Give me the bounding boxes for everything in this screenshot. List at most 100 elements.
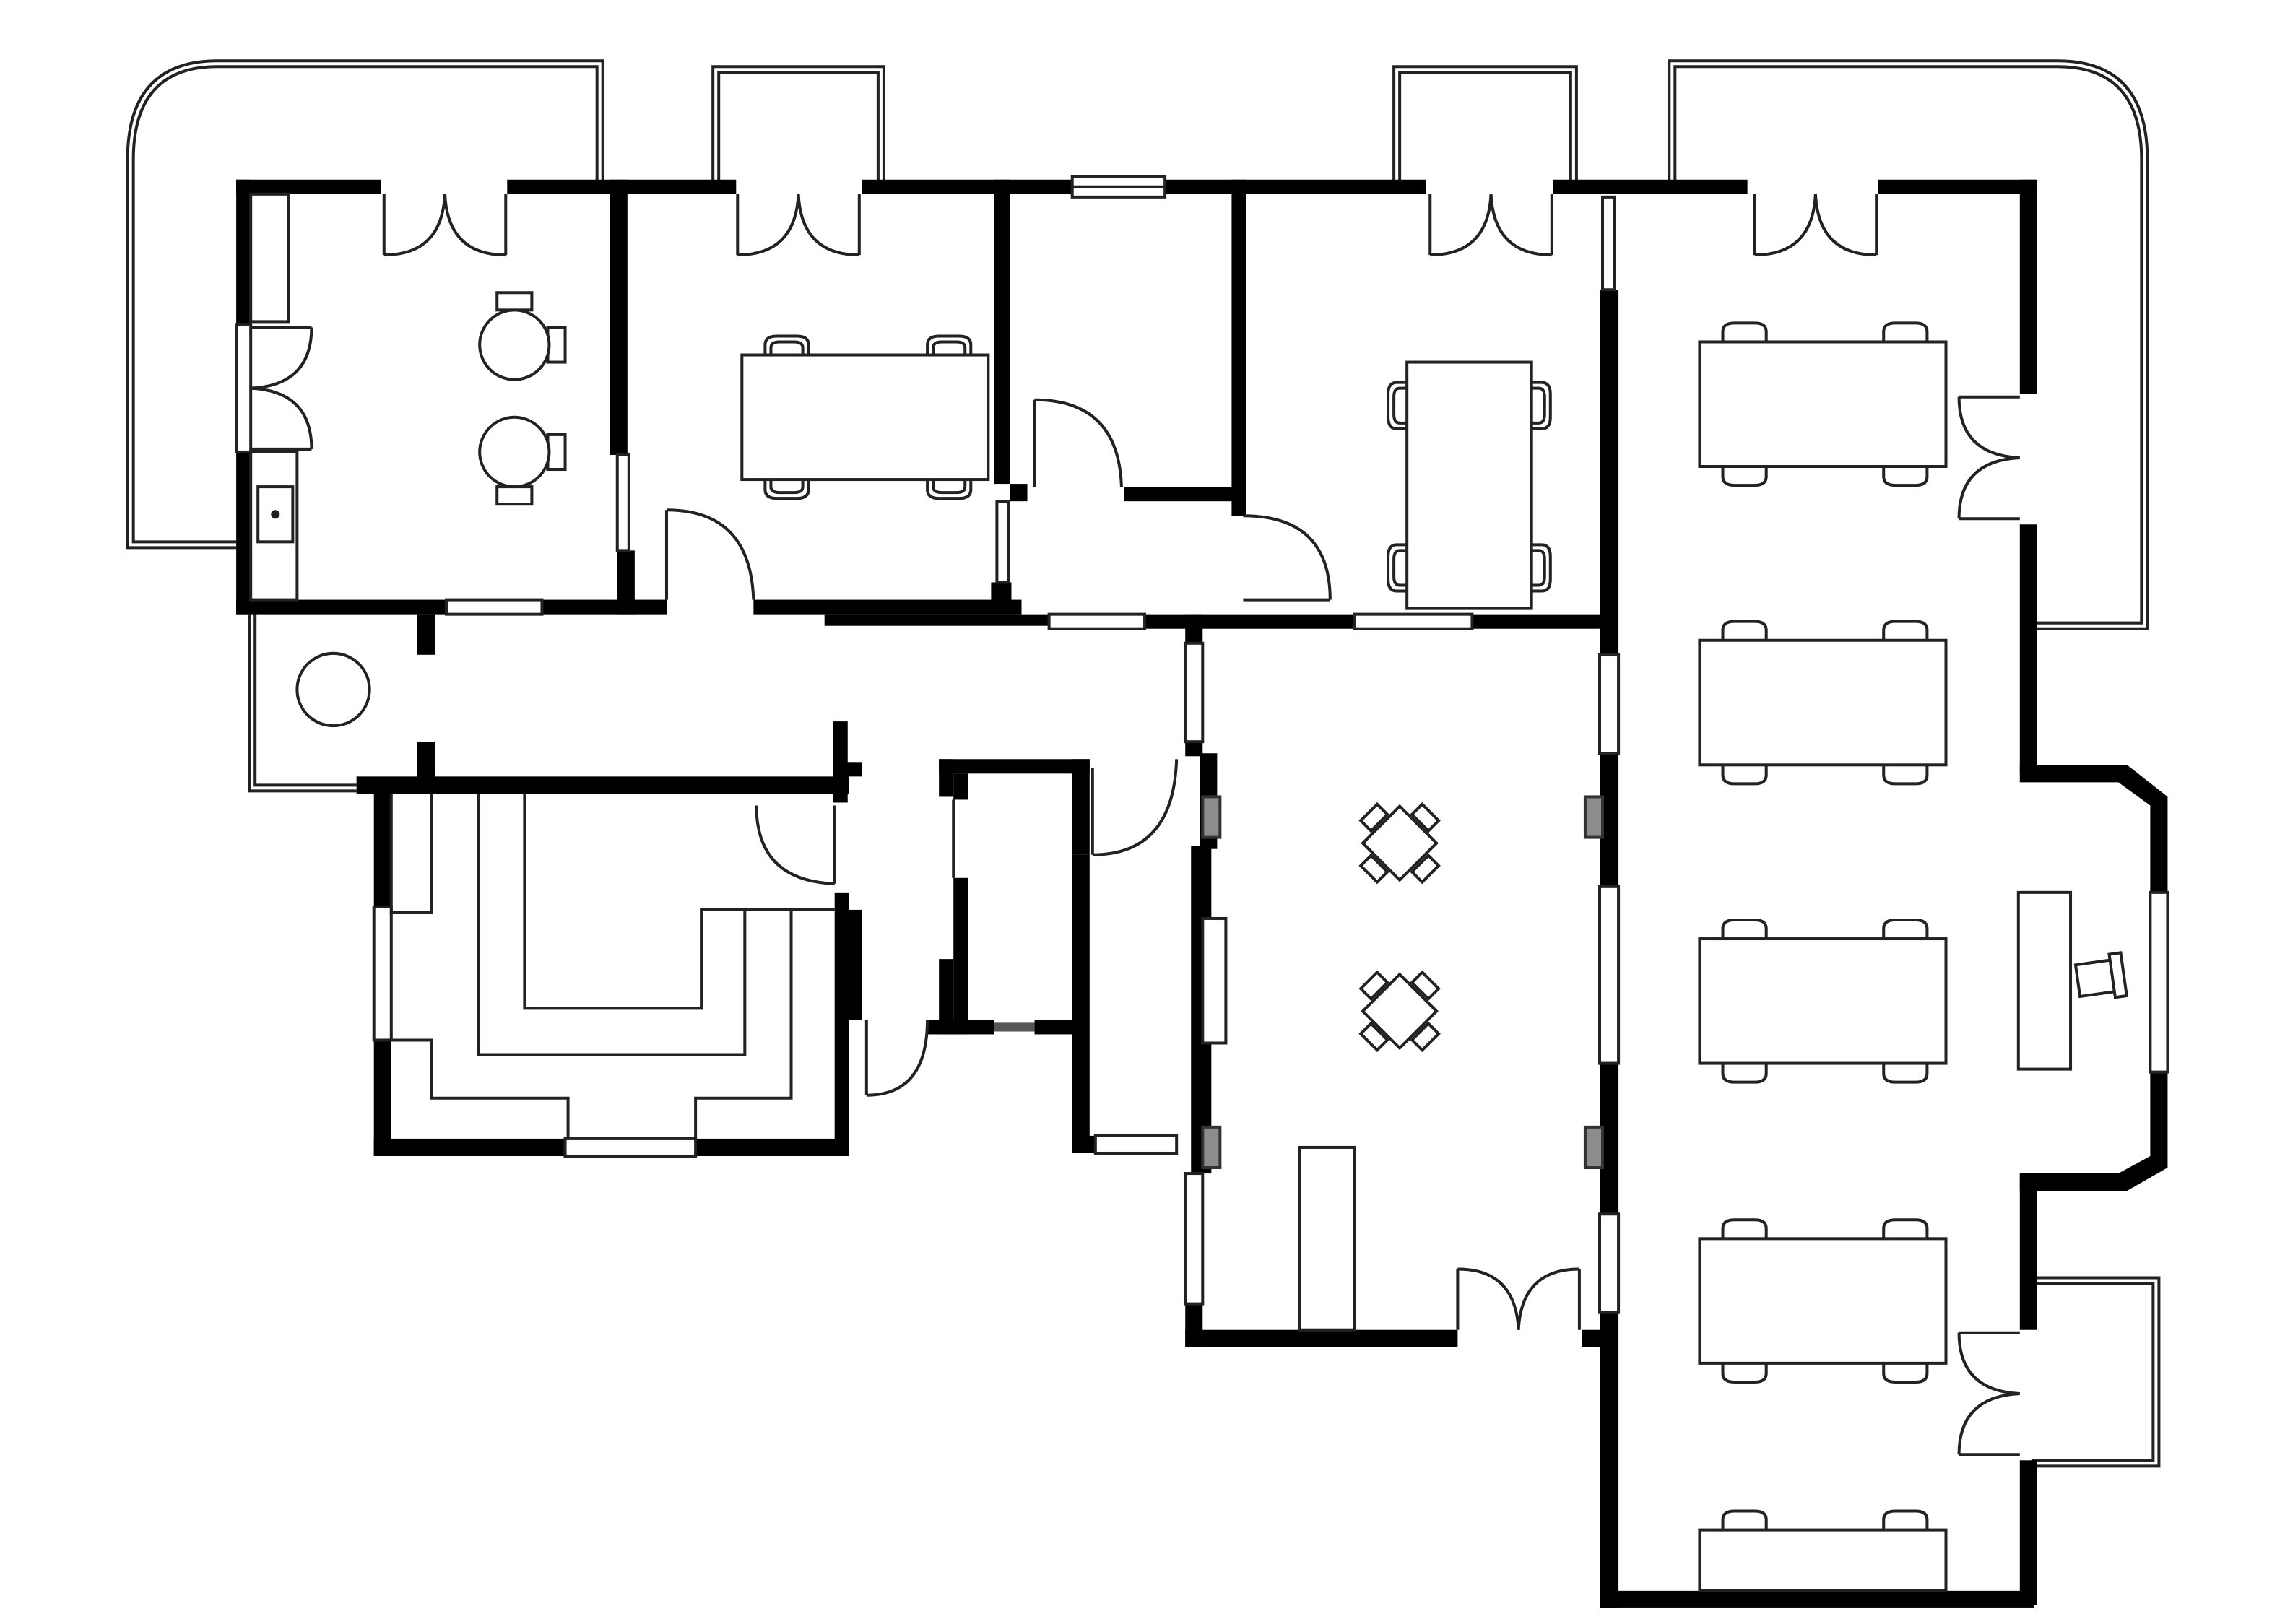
- window-icon: [1597, 885, 1621, 1065]
- door-swing-icon: [1243, 514, 1332, 602]
- reception-area: [2016, 890, 2129, 1071]
- chair-icon: [1387, 381, 1408, 430]
- balcony-outlines: [126, 59, 2161, 1468]
- chair-icon: [1721, 1063, 1768, 1084]
- desk-icon: [740, 353, 990, 482]
- desk-icon: [1698, 340, 1948, 469]
- counter-icon: [389, 794, 433, 914]
- window-icon: [1047, 612, 1147, 630]
- room-kitchen: [389, 794, 835, 1139]
- double-door-icon: [1456, 1267, 1581, 1330]
- double-door-icon: [1957, 1331, 2020, 1456]
- window-icon: [1353, 612, 1474, 630]
- desk-icon: [1698, 638, 1948, 767]
- sink-icon: [256, 485, 295, 544]
- window-icon: [1597, 653, 1621, 755]
- double-door-icon: [1753, 194, 1878, 257]
- counter-icon: [1298, 1145, 1356, 1332]
- cafe-table-icon: [1358, 802, 1441, 885]
- chair-icon: [1721, 1218, 1768, 1239]
- room-meeting: [740, 334, 990, 500]
- chair-icon: [2073, 951, 2129, 999]
- window-icon: [445, 598, 544, 616]
- window-icon: [1597, 1212, 1621, 1314]
- window-icon: [1093, 1134, 1179, 1155]
- fixture-icon: [1201, 1125, 1222, 1170]
- walls: [236, 179, 2168, 1608]
- balcony-south-east: [2031, 1276, 2161, 1468]
- chair-icon: [1882, 1063, 1929, 1084]
- porch-wc: [248, 614, 357, 793]
- chair-icon: [1882, 918, 1929, 939]
- balcony-north-1: [711, 65, 885, 186]
- counter-icon: [477, 794, 792, 1056]
- room-cafe: [1201, 795, 1605, 1332]
- chair-icon: [926, 334, 973, 355]
- room-wc: [295, 651, 371, 728]
- chair-icon: [1882, 1218, 1929, 1239]
- desk-icon: [1698, 1237, 1948, 1365]
- reception-desk-icon: [2016, 890, 2073, 1071]
- chair-icon: [1387, 543, 1408, 593]
- chair-icon: [1531, 381, 1552, 430]
- fixture-icon: [1201, 795, 1222, 839]
- room-open-office: [1698, 321, 1948, 1592]
- door-swing-icon: [864, 1020, 929, 1097]
- chair-icon: [1721, 765, 1768, 786]
- desk-icon: [1405, 360, 1533, 610]
- room-lounge: [249, 192, 567, 602]
- double-door-icon: [1957, 395, 2020, 521]
- counter-icon: [1201, 916, 1228, 1045]
- window-icon: [563, 1137, 698, 1158]
- chair-icon: [1882, 321, 1929, 342]
- chair-icon: [1882, 466, 1929, 487]
- counter-icon: [249, 192, 290, 324]
- chair-icon: [926, 479, 973, 500]
- chair-icon: [1721, 918, 1768, 939]
- window-icon: [372, 905, 393, 1042]
- double-door-icon: [1428, 194, 1553, 257]
- toilet-icon: [295, 651, 371, 728]
- window-icon: [2149, 890, 2169, 1074]
- chair-icon: [1721, 1363, 1768, 1384]
- cafe-table-icon: [1358, 970, 1441, 1053]
- door-swing-icon: [664, 508, 755, 600]
- balcony-west: [126, 59, 604, 550]
- round-table-icon: [478, 415, 567, 506]
- counter-icon: [694, 908, 835, 1139]
- chair-icon: [1882, 1363, 1929, 1384]
- round-table-icon: [478, 291, 567, 381]
- door-swing-icon: [755, 805, 836, 885]
- counter-icon: [391, 1038, 570, 1139]
- double-door-icon: [736, 194, 861, 257]
- chair-icon: [1882, 1509, 1929, 1530]
- desk-icon: [1698, 1528, 1948, 1592]
- desk-icon: [1698, 937, 1948, 1065]
- balcony-north-2: [1392, 65, 1578, 186]
- windows: [235, 175, 2169, 1314]
- fixture-icon: [1583, 795, 1605, 839]
- chair-icon: [1531, 543, 1552, 593]
- chair-icon: [1721, 1509, 1768, 1530]
- balcony-east: [1668, 59, 2149, 630]
- window-icon: [235, 323, 253, 453]
- chair-icon: [1721, 620, 1768, 641]
- window-icon: [995, 500, 1010, 584]
- fixture-icon: [1583, 1125, 1605, 1170]
- doors: [251, 194, 2020, 1456]
- room-conference: [1387, 360, 1552, 610]
- door-swing-icon: [1033, 398, 1123, 487]
- window-icon: [1184, 641, 1205, 744]
- chair-icon: [1882, 620, 1929, 641]
- double-door-icon: [251, 326, 313, 451]
- balcony-west-inner: [131, 65, 599, 544]
- window-icon: [1601, 195, 1616, 292]
- chair-icon: [763, 479, 810, 500]
- chair-icon: [763, 334, 810, 355]
- double-door-icon: [382, 194, 508, 257]
- door-swing-icon: [1091, 759, 1179, 856]
- window-icon: [1184, 1172, 1205, 1306]
- counter-icon: [523, 794, 745, 1010]
